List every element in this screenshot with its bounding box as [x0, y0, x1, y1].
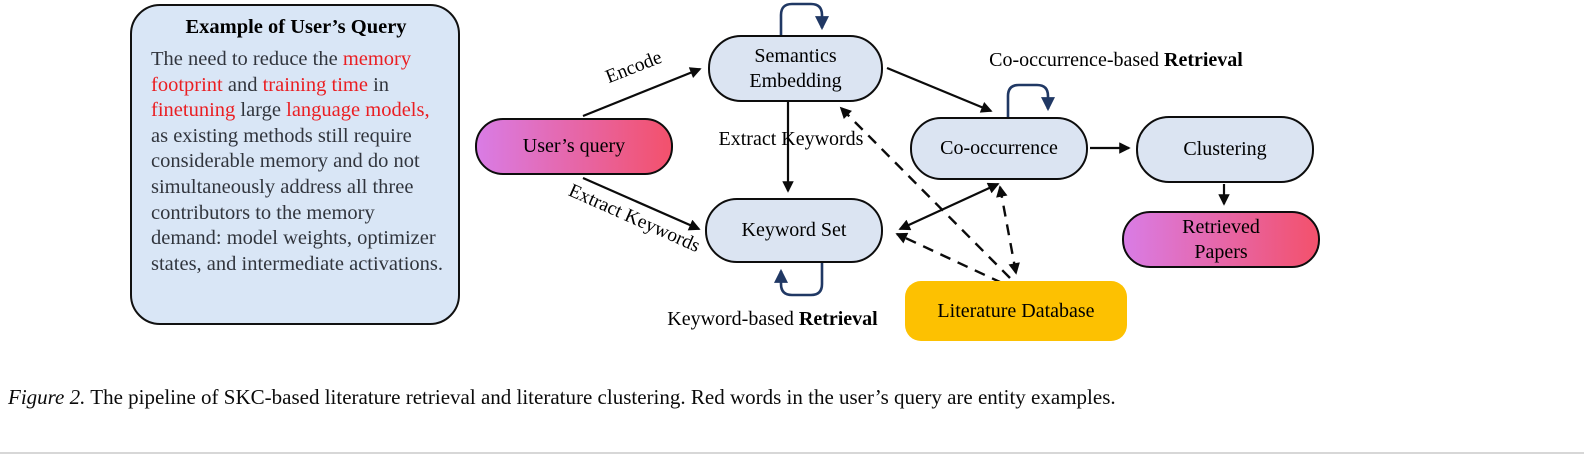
cooccurrence-retrieval-bold: Retrieval: [1164, 49, 1243, 71]
example-query-title: Example of User’s Query: [185, 16, 407, 38]
node-retrieved-papers: Retrieved Papers: [1122, 211, 1320, 268]
self-loop-cooccurrence: [1006, 83, 1055, 117]
node-clustering-label: Clustering: [1183, 138, 1267, 161]
edge-label-extract-keywords-vertical: Extract Keywords: [718, 128, 864, 150]
node-users-query-label: User’s query: [522, 135, 626, 158]
example-query-box: Example of User’s Query The need to redu…: [130, 4, 460, 325]
self-loop-semantics-embedding: [779, 2, 829, 35]
edge-label-keyword-retrieval: Keyword-based Retrieval: [655, 308, 890, 331]
node-keyword-set: Keyword Set: [705, 198, 883, 263]
node-retrieved-papers-label: Retrieved Papers: [1182, 216, 1260, 263]
figure-caption-text: The pipeline of SKC-based literature ret…: [85, 385, 1116, 409]
self-loop-keyword-set: [774, 263, 824, 297]
node-co-occurrence: Co-occurrence: [910, 117, 1088, 180]
node-literature-database-label: Literature Database: [937, 299, 1095, 322]
node-keyword-set-label: Keyword Set: [741, 219, 847, 242]
node-users-query: User’s query: [475, 118, 673, 175]
edge-label-encode: Encode: [602, 47, 665, 89]
node-co-occurrence-label: Co-occurrence: [940, 137, 1058, 160]
figure-caption: Figure 2. The pipeline of SKC-based lite…: [8, 385, 1116, 410]
dashed-arrow-cooccurrence-database-bidirectional: [996, 185, 1020, 275]
cooccurrence-retrieval-prefix: Co-occurrence-based: [989, 49, 1165, 71]
node-semantics-embedding: Semantics Embedding: [708, 35, 883, 102]
edge-label-extract-keywords-diagonal: Extract Keywords: [565, 180, 704, 257]
figure-caption-label: Figure 2.: [8, 385, 86, 409]
arrow-keyword-set-cooccurrence-bidirectional: [898, 182, 1000, 231]
example-query-text: The need to reduce the memory footprint …: [151, 48, 444, 275]
bottom-divider: [0, 452, 1584, 454]
node-semantics-embedding-label: Semantics Embedding: [749, 45, 842, 92]
edge-label-cooccurrence-retrieval: Co-occurrence-based Retrieval: [985, 49, 1247, 72]
keyword-retrieval-bold: Retrieval: [798, 308, 878, 330]
arrow-semantics-to-cooccurrence: [886, 66, 993, 113]
node-literature-database: Literature Database: [905, 281, 1127, 341]
keyword-retrieval-prefix: Keyword-based: [667, 308, 799, 330]
dashed-arrow-database-to-keyword-set: [895, 232, 1003, 285]
node-clustering: Clustering: [1136, 116, 1314, 183]
